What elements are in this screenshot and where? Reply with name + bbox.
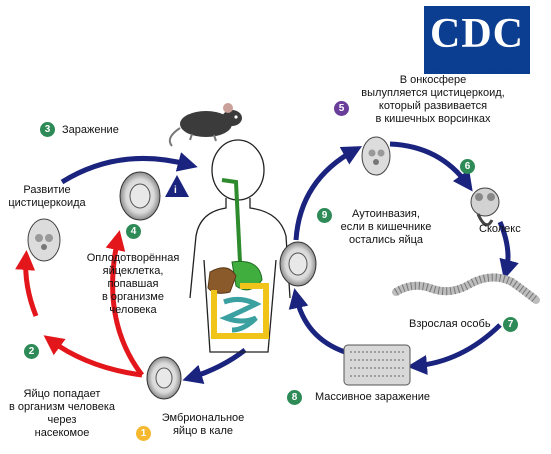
step-badge-5: 5: [334, 101, 349, 116]
egg-image: [119, 171, 161, 221]
human-body: [189, 139, 291, 353]
label-step-5: В онкосфере вылупляется цистицеркоид, ко…: [350, 74, 516, 126]
label-line: Аутоинвазия,: [352, 208, 420, 220]
label-line: в организме: [102, 291, 164, 303]
label-line: насекомое: [34, 427, 90, 439]
arrow-adult-to-proglottid: [407, 323, 502, 375]
label-line: В онкосфере: [399, 74, 467, 86]
egg-image: [279, 241, 317, 287]
arrow-autoinfection: [293, 146, 363, 241]
step-badge-9: 9: [317, 208, 332, 223]
arrow-body-to-feces: [182, 348, 247, 384]
label-line: цистицеркоида: [8, 197, 86, 209]
label-line: через: [47, 414, 77, 426]
label-line: попавшая: [107, 278, 159, 290]
label-line: в организм человека: [8, 401, 116, 413]
adult-worm-image: [392, 273, 540, 304]
label-line: яйцо в кале: [172, 425, 234, 437]
info-triangle-icon[interactable]: [165, 175, 189, 197]
arrow-proglottid-to-egg: [288, 288, 346, 355]
arrow-cysticercoid-loop: [105, 230, 144, 377]
label-step-9: Аутоинвазия, если в кишечнике остались я…: [330, 208, 442, 247]
label-step-8: Массивное заражение: [315, 391, 430, 403]
label-line: который развивается: [378, 100, 488, 112]
label-line: яйцеклетка,: [102, 265, 164, 277]
arrow-oncosphere-to-scolex: [389, 141, 473, 192]
label-step-3: Заражение: [62, 124, 119, 136]
label-line: вылупляется цистицеркоид,: [361, 87, 505, 99]
step-badge-1: 1: [136, 426, 151, 441]
label-cysticercoid-development: Развитие цистицеркоида: [4, 184, 90, 210]
label-step-6: Сколекс: [479, 223, 521, 235]
label-line: Оплодотворённая: [86, 252, 180, 264]
cdc-logo: CDC: [424, 6, 530, 74]
step-badge-4: 4: [126, 224, 141, 239]
label-line: если в кишечнике: [340, 221, 432, 233]
liver: [207, 267, 237, 294]
small-intestine: [219, 296, 262, 333]
colon: [211, 283, 269, 339]
label-line: остались яйца: [348, 234, 424, 246]
step-badge-6: 6: [460, 159, 475, 174]
cdc-logo-tagline: SAFER·HEALTHIER·PEOPLE: [433, 68, 521, 74]
label-step-7: Взрослая особь: [409, 318, 491, 330]
label-step-2: Яйцо попадает в организм человека через …: [2, 388, 122, 440]
label-step-1: Эмбриональное яйцо в кале: [150, 412, 256, 438]
step-badge-8: 8: [287, 390, 302, 405]
step-badge-2: 2: [24, 344, 39, 359]
esophagus: [221, 178, 242, 263]
arrow-scolex-to-adult: [497, 221, 519, 280]
cysticercoid-image: [27, 218, 61, 262]
cysticercoid-image: [361, 136, 391, 176]
arrow-insect-up: [15, 250, 39, 317]
step-badge-7: 7: [503, 317, 518, 332]
label-step-4: Оплодотворённая яйцеклетка, попавшая в о…: [84, 252, 182, 317]
label-line: Яйцо попадает: [23, 388, 101, 400]
arrow-egg-to-insect: [43, 335, 143, 378]
egg-image: [146, 356, 182, 400]
arrow-rat-to-mouth: [60, 152, 198, 185]
label-line: в кишечных ворсинках: [375, 113, 491, 125]
adult-worm-segments: [393, 273, 539, 304]
label-line: Развитие: [23, 184, 71, 196]
label-line: Эмбриональное: [161, 412, 245, 424]
label-line: человека: [109, 304, 157, 316]
proglottid-image: [343, 344, 411, 386]
scolex-image: [470, 187, 500, 227]
step-badge-3: 3: [40, 122, 55, 137]
info-icon-label: i: [174, 185, 177, 196]
rat-image: [168, 103, 242, 147]
cdc-logo-text: CDC: [430, 11, 524, 57]
